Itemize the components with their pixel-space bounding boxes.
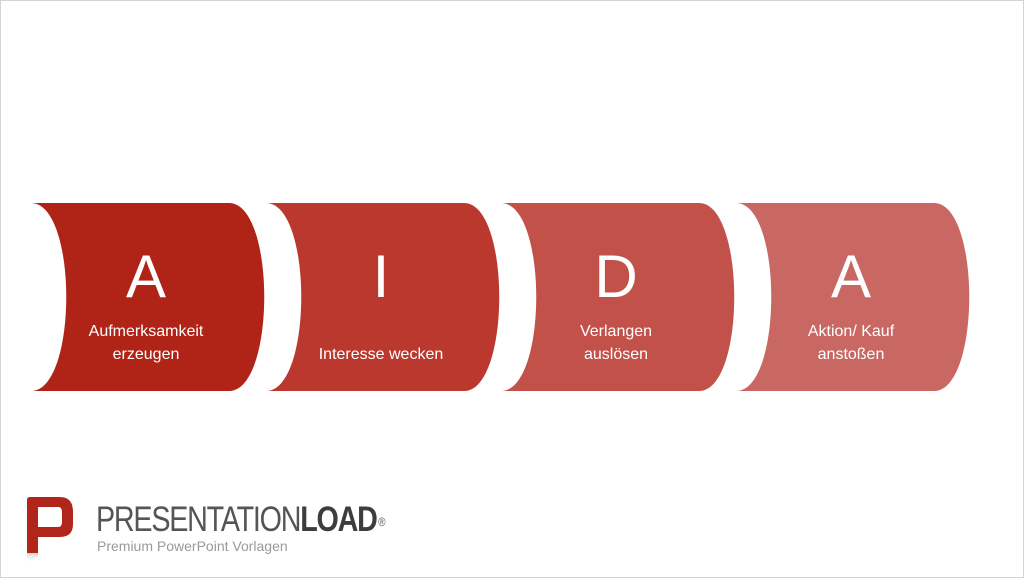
step-caption-3-line-2: auslösen bbox=[583, 346, 649, 363]
step-caption-1: Aufmerksamkeit erzeugen bbox=[51, 320, 241, 366]
step-letter-4: A bbox=[830, 243, 872, 310]
step-caption-3-line-1: Verlangen bbox=[579, 323, 653, 340]
step-letter-1: A bbox=[125, 243, 167, 310]
step-caption-2: Interesse wecken bbox=[286, 343, 476, 366]
step-shape-3 bbox=[501, 203, 735, 391]
step-shape-2 bbox=[266, 203, 500, 391]
step-caption-2-line-1: Interesse wecken bbox=[318, 346, 444, 363]
step-caption-4-line-2: anstoßen bbox=[817, 346, 885, 363]
brand-name: PRESENTATIONLOAD® bbox=[96, 501, 386, 539]
step-caption-4: Aktion/ Kauf anstoßen bbox=[756, 320, 946, 366]
step-caption-4-line-1: Aktion/ Kauf bbox=[807, 323, 895, 340]
step-caption-1-line-1: Aufmerksamkeit bbox=[88, 323, 204, 340]
brand-name-bold: LOAD bbox=[300, 500, 378, 539]
brand-tagline: Premium PowerPoint Vorlagen bbox=[97, 538, 288, 554]
registered-mark: ® bbox=[378, 515, 386, 529]
step-letter-3: D bbox=[594, 243, 638, 310]
presentationload-logo-icon bbox=[27, 497, 73, 563]
step-shape-1 bbox=[31, 203, 265, 391]
step-caption-3: Verlangen auslösen bbox=[521, 320, 711, 366]
step-letter-2: I bbox=[372, 243, 390, 310]
brand-name-regular: PRESENTATION bbox=[96, 500, 301, 539]
step-caption-1-line-2: erzeugen bbox=[112, 346, 180, 363]
step-shape-4 bbox=[736, 203, 970, 391]
